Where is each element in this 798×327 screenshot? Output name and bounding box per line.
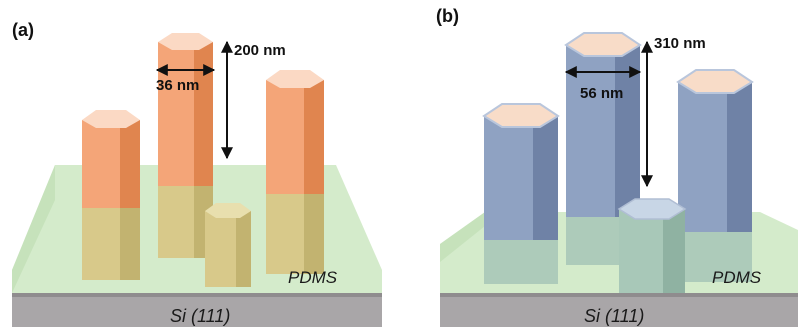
nanowire-a1 [82, 110, 140, 280]
height-label-a: 200 nm [234, 42, 286, 59]
panel-label-a: (a) [12, 20, 34, 40]
substrate-b [440, 296, 798, 327]
matrix-label-b: PDMS [712, 268, 762, 287]
nanowire-b4 [617, 198, 687, 293]
substrate-a [12, 296, 382, 327]
panel-label-b: (b) [436, 6, 459, 26]
nanowire-a3 [266, 70, 324, 274]
height-label-b: 310 nm [654, 35, 706, 52]
width-label-a: 36 nm [156, 77, 199, 94]
substrate-label-a: Si (111) [170, 306, 230, 326]
nanowire-b3 [676, 69, 754, 282]
substrate-label-b: Si (111) [584, 306, 644, 326]
nanowire-a2 [158, 33, 213, 258]
matrix-label-a: PDMS [288, 268, 338, 287]
nanowire-b1 [482, 103, 560, 284]
panel-b: (b) 310 nm 56 nm PDMS Si (111) [436, 6, 798, 327]
nanowire-a4 [205, 203, 251, 287]
panel-a: (a) 200 nm 36 nm PDMS Si (111) [12, 20, 382, 327]
width-label-b: 56 nm [580, 85, 623, 102]
